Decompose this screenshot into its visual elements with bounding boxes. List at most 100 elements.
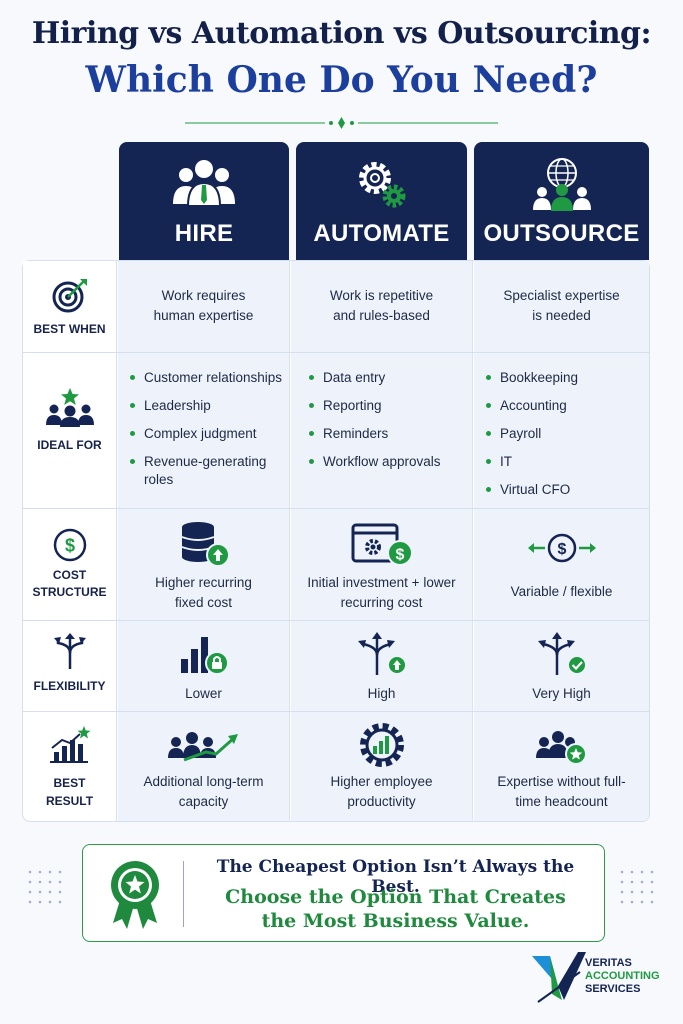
banner-subline-1: Choose the Option That Creates: [225, 886, 566, 908]
column-header-outsource: OUTSOURCE: [474, 142, 649, 260]
dollar-circle-icon: $: [53, 528, 86, 562]
list-item: Workflow approvals: [309, 453, 441, 471]
row-divider: [23, 620, 649, 621]
list-item: Virtual CFO: [486, 481, 578, 499]
bar-chart-star-icon: [49, 726, 90, 763]
cell-automate-flexibility: High: [291, 621, 473, 711]
title-line-2: Which One Do You Need?: [85, 59, 598, 101]
row-label-text: IDEAL FOR: [37, 438, 102, 452]
cell-hire-best-result: Additional long-term capacity: [118, 712, 290, 821]
cell-text: Lower: [185, 686, 222, 701]
veritas-v-logo-icon: [532, 952, 586, 1003]
page-title: Hiring vs Automation vs Outsourcing: Whi…: [0, 14, 683, 102]
list-item: Revenue-generating roles: [130, 453, 270, 489]
cell-automate-best-when: Work is repetitive and rules-based: [291, 261, 473, 352]
list-automate-ideal-for: Data entry Reporting Reminders Workflow …: [309, 369, 441, 481]
team-badge-icon: [535, 731, 587, 765]
cell-hire-best-when: Work requires human expertise: [118, 261, 290, 352]
list-item: Customer relationships: [130, 369, 282, 387]
bar-chart-lock-icon: [180, 637, 229, 675]
row-divider: [23, 508, 649, 509]
logo-line-1: VERITAS: [585, 957, 632, 969]
banner-headline: The Cheapest Option Isn’t Always the Bes…: [216, 857, 575, 897]
column-header-hire: HIRE: [119, 142, 289, 260]
row-label-text: STRUCTURE: [32, 585, 107, 599]
cell-text: Specialist expertise is needed: [503, 288, 620, 323]
column-header-automate: AUTOMATE: [296, 142, 467, 260]
title-line-1: Hiring vs Automation vs Outsourcing:: [31, 16, 652, 51]
column-label-hire: HIRE: [174, 220, 234, 247]
split-arrows-icon: [53, 633, 86, 669]
row-label-flexibility: FLEXIBILITY: [23, 621, 117, 711]
split-arrows-check-icon: [537, 632, 587, 675]
cell-text: Work is repetitive and rules-based: [329, 288, 434, 323]
logo-text: VERITAS ACCOUNTING SERVICES: [585, 957, 660, 996]
database-up-icon: [181, 522, 230, 567]
globe-people-icon: [532, 158, 591, 211]
list-hire-ideal-for: Customer relationships Leadership Comple…: [130, 369, 282, 499]
banner-subline: Choose the Option That Creates the Most …: [193, 885, 598, 933]
list-item: Reporting: [309, 397, 441, 415]
cell-outsource-cost: $ Variable / flexible: [474, 509, 649, 620]
svg-text:$: $: [557, 541, 566, 558]
cell-outsource-best-when: Specialist expertise is needed: [474, 261, 649, 352]
logo-line-2: ACCOUNTING: [585, 970, 660, 982]
browser-gear-dollar-icon: $: [351, 523, 413, 566]
row-divider: [23, 352, 649, 353]
team-star-icon: [45, 388, 94, 427]
target-icon: [52, 279, 87, 313]
decorative-dots: [620, 870, 654, 904]
list-item: Leadership: [130, 397, 282, 415]
people-group-icon: [173, 160, 235, 207]
cell-text: Higher recurring fixed cost: [155, 575, 252, 610]
takeaway-banner: The Cheapest Option Isn’t Always the Bes…: [82, 844, 605, 942]
cell-text: Additional long-term capacity: [143, 774, 264, 809]
award-ribbon-icon: [111, 861, 159, 929]
cell-text: Higher employee productivity: [330, 774, 433, 809]
cell-hire-flexibility: Lower: [118, 621, 290, 711]
row-label-text: BEST: [53, 776, 86, 790]
cell-automate-best-result: Higher employee productivity: [291, 712, 473, 821]
row-divider: [23, 711, 649, 712]
cell-outsource-best-result: Expertise without full-time headcount: [474, 712, 649, 821]
cell-text: Initial investment + lower recurring cos…: [307, 575, 456, 610]
banner-divider: [183, 861, 184, 927]
svg-text:$: $: [64, 536, 74, 556]
list-item: Data entry: [309, 369, 441, 387]
list-item: Bookkeeping: [486, 369, 578, 387]
banner-subline-2: the Most Business Value.: [261, 910, 530, 932]
column-label-automate: AUTOMATE: [313, 220, 450, 247]
gear-chart-icon: [359, 723, 404, 767]
logo-line-3: SERVICES: [585, 983, 641, 995]
divider-ornament-icon: [185, 117, 498, 129]
cell-hire-cost: Higher recurring fixed cost: [118, 509, 290, 620]
list-item: Complex judgment: [130, 425, 282, 443]
row-label-text: COST: [52, 568, 87, 582]
row-label-best-result: BEST RESULT: [23, 712, 117, 821]
cell-hire-ideal-for: Customer relationships Leadership Comple…: [118, 353, 290, 508]
row-label-text: FLEXIBILITY: [33, 679, 106, 693]
list-outsource-ideal-for: Bookkeeping Accounting Payroll IT Virtua…: [486, 369, 578, 509]
svg-text:$: $: [395, 547, 404, 564]
cell-automate-cost: $ Initial investment + lower recurring c…: [291, 509, 473, 620]
split-arrows-up-icon: [357, 632, 407, 675]
cell-outsource-flexibility: Very High: [474, 621, 649, 711]
cell-outsource-ideal-for: Bookkeeping Accounting Payroll IT Virtua…: [474, 353, 649, 508]
cell-text: Variable / flexible: [510, 584, 613, 599]
cell-automate-ideal-for: Data entry Reporting Reminders Workflow …: [291, 353, 473, 508]
decorative-dots: [28, 870, 62, 904]
row-label-cost-structure: $ COST STRUCTURE: [23, 509, 117, 620]
cell-text: Expertise without full-time headcount: [497, 774, 626, 809]
dollar-exchange-icon: $: [527, 533, 596, 563]
cell-text: High: [367, 686, 396, 701]
gears-icon: [358, 162, 405, 208]
list-item: IT: [486, 453, 578, 471]
list-item: Accounting: [486, 397, 578, 415]
cell-text: Very High: [532, 686, 591, 701]
veritas-logo: VERITAS ACCOUNTING SERVICES: [530, 950, 680, 1010]
column-label-outsource: OUTSOURCE: [483, 220, 640, 247]
row-label-best-when: BEST WHEN: [23, 261, 117, 352]
cell-text: Work requires human expertise: [153, 288, 254, 323]
team-growth-icon: [167, 732, 238, 762]
list-item: Reminders: [309, 425, 441, 443]
